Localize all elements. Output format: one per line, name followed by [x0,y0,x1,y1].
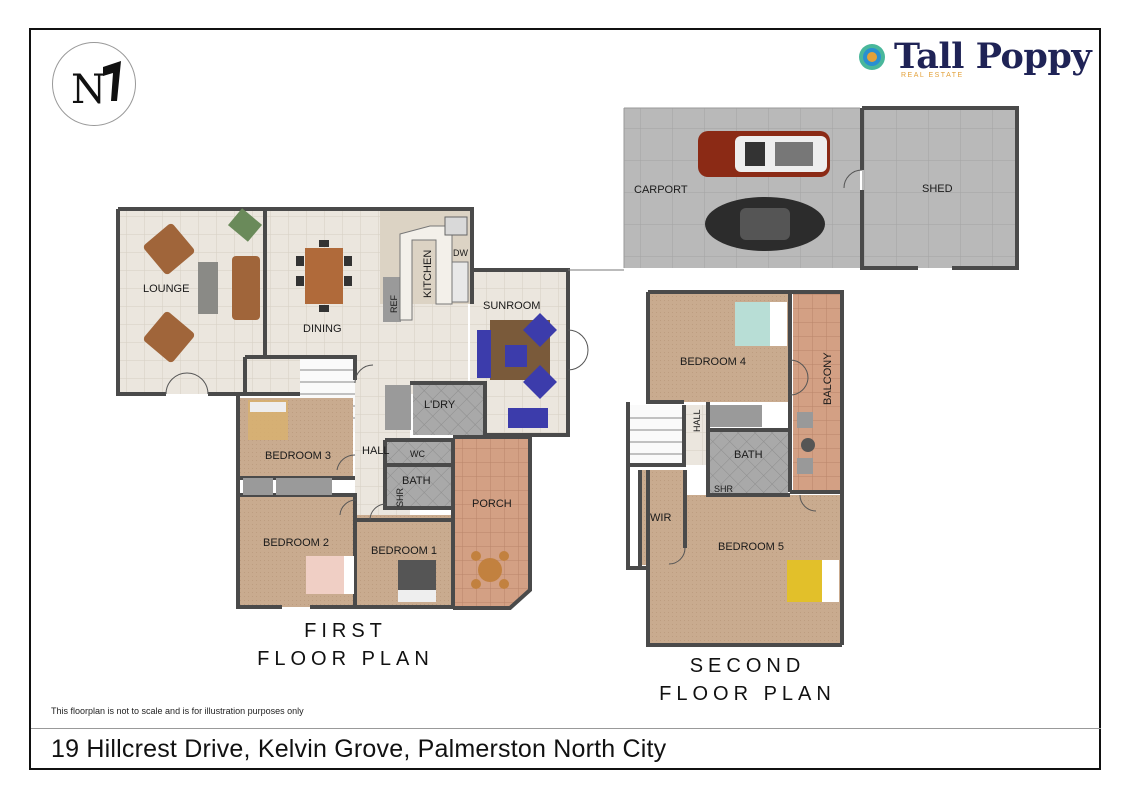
bedroom2-bed [306,556,354,594]
label-porch: PORCH [472,498,512,510]
first-floor-plan: LOUNGE DINING KITCHEN REF DW SUNROOM L'D… [116,207,589,610]
bath2-floor [708,430,788,495]
label-bath: BATH [402,475,431,487]
label-shr2: SHR [714,484,734,494]
compass: N [52,42,136,126]
label-shr: SHR [395,487,405,507]
wardrobe [710,405,762,427]
brand-tagline: REAL ESTATE [901,72,964,79]
label-carport: CARPORT [634,184,688,196]
carport-shed-plan: CARPORT SHED [623,106,1019,270]
label-dining: DINING [303,323,342,335]
second-floor-title-line1: SECOND [689,655,806,677]
bedroom5-bed [787,560,839,602]
sunroom-furniture [477,313,557,428]
label-hall: HALL [362,445,390,457]
suv-car [698,131,830,177]
brand-name: Tall Poppy [894,36,1092,77]
label-bedroom3: BEDROOM 3 [265,450,331,462]
porch-table [471,551,509,589]
second-floor-stairs [628,405,684,465]
bedroom4-bed [735,302,787,346]
label-balcony: BALCONY [822,352,834,405]
brand-logo: Tall Poppy REAL ESTATE [858,36,1092,86]
laundry-cabinet [385,385,411,430]
label-hall2: HALL [692,409,702,432]
lounge-furniture [143,208,263,363]
bath-floor [385,440,453,508]
hall2-floor [684,405,709,465]
first-floor-title-line1: FIRST [304,620,387,642]
compass-letter: N [71,67,106,113]
label-bath2: BATH [734,449,763,461]
label-ldry: L'DRY [424,399,456,411]
dining-table [296,240,352,312]
label-lounge: LOUNGE [143,283,189,295]
label-bedroom5: BEDROOM 5 [718,541,784,553]
label-sunroom: SUNROOM [483,300,540,312]
footer-divider [31,728,1101,729]
second-floor-title-line2: FLOOR PLAN [659,683,836,705]
convertible-car [705,197,825,251]
label-dw: DW [453,248,468,258]
label-bedroom4: BEDROOM 4 [680,356,746,368]
label-kitchen: KITCHEN [422,250,434,298]
poppy-icon [859,44,885,70]
label-wc: WC [410,449,425,459]
kitchen-fittings [383,216,469,322]
label-bedroom1: BEDROOM 1 [371,545,437,557]
page-frame [29,28,1101,770]
label-bedroom2: BEDROOM 2 [263,537,329,549]
north-arrow-icon: N [71,61,121,113]
second-floor-title: SECOND FLOOR PLAN [640,652,855,708]
bedroom1-bed [398,560,436,602]
label-wir: WIR [650,512,671,524]
laundry-floor [413,383,485,435]
bedroom3-bed [248,400,288,440]
property-address: 19 Hillcrest Drive, Kelvin Grove, Palmer… [51,735,667,763]
first-floor-title-line2: FLOOR PLAN [257,648,434,670]
first-floor-title: FIRST FLOOR PLAN [238,617,453,673]
balcony-chairs [797,412,815,474]
shed-floor [862,108,1017,268]
label-shed: SHED [922,183,953,195]
label-ref: REF [389,294,399,313]
disclaimer: This floorplan is not to scale and is fo… [51,706,304,716]
porch-floor [453,437,530,608]
second-floor-plan: BEDROOM 4 BALCONY HALL BATH SHR WIR BEDR… [626,290,844,647]
